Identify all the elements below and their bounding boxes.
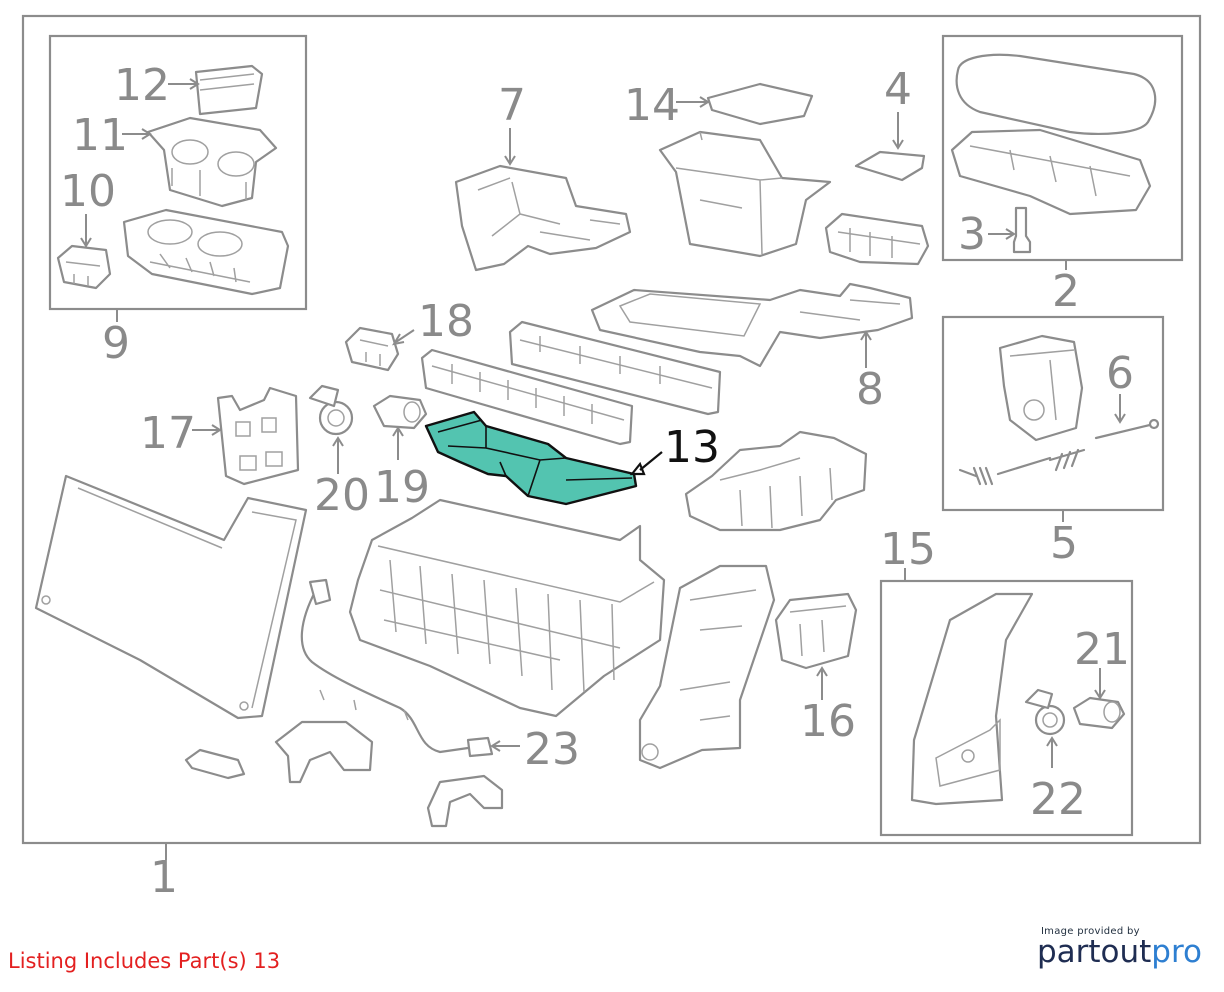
listing-note: Listing Includes Part(s) 13: [8, 949, 281, 973]
callout-20: 20: [314, 470, 370, 521]
callout-6: 6: [1106, 348, 1134, 399]
callout-8: 8: [856, 364, 884, 415]
part-5-rod: [996, 456, 1052, 476]
part-4-bracket: [854, 150, 926, 182]
group-box-2: [941, 34, 1184, 262]
part-22-cap: [1024, 688, 1066, 736]
part-7-storage-bin: [454, 164, 632, 272]
part-14-bin: [658, 130, 832, 258]
callout-10: 10: [60, 166, 116, 217]
part-14-mat: [706, 82, 814, 126]
callout-22: 22: [1030, 774, 1086, 825]
part-console-frame: [348, 498, 666, 718]
group-box-5: [941, 315, 1165, 512]
group-box-9: [48, 34, 308, 311]
callout-4: 4: [884, 64, 912, 115]
callout-15: 15: [880, 524, 936, 575]
part-rail-upper: [508, 320, 722, 416]
callout-21: 21: [1074, 624, 1130, 675]
callout-3: 3: [958, 209, 986, 260]
group-box-15: [879, 579, 1134, 837]
callout-19: 19: [374, 462, 430, 513]
part-2-armrest-base: [950, 128, 1152, 216]
callout-18: 18: [418, 296, 474, 347]
part-3-screw: [1012, 206, 1032, 254]
part-2-armrest-lid: [955, 53, 1157, 135]
part-5-latch: [998, 334, 1084, 442]
part-15-trim-panel: [910, 592, 1034, 806]
partoutpro-logo: partoutpro: [1037, 935, 1202, 969]
callout-14: 14: [624, 80, 680, 131]
part-latch-block: [824, 212, 930, 266]
part-16-bracket: [774, 592, 858, 670]
part-23-harness: [300, 578, 494, 758]
callout-17: 17: [140, 408, 196, 459]
part-bottom-bracket-a: [274, 720, 374, 784]
logo-text-b: pro: [1151, 934, 1202, 970]
part-20-cap: [308, 384, 354, 436]
part-10-switch: [56, 244, 112, 290]
callout-1: 1: [150, 852, 178, 903]
credit-caption: Image provided by: [1040, 926, 1140, 937]
logo-text-a: partout: [1036, 934, 1152, 970]
outer-frame: [21, 14, 1202, 845]
part-9-cupholder-assembly: [122, 208, 290, 296]
callout-23: 23: [524, 724, 580, 775]
part-1-side-panel: [34, 474, 308, 720]
callout-2: 2: [1052, 266, 1080, 317]
part-19-plug: [372, 394, 428, 430]
part-18-switch: [344, 326, 400, 372]
part-bottom-bracket-b: [426, 774, 504, 828]
callout-5: 5: [1050, 518, 1078, 569]
part-5-spring-b: [1048, 448, 1086, 472]
part-11-cupholder-insert: [146, 116, 278, 208]
part-13-highlighted: [424, 410, 638, 506]
callout-13: 13: [664, 422, 720, 473]
part-6-pin: [1094, 418, 1160, 440]
part-bottom-clip: [184, 748, 246, 780]
part-12-tray: [194, 64, 264, 116]
part-8-console-trim: [590, 282, 914, 368]
part-side-support: [638, 564, 776, 770]
callout-7: 7: [498, 80, 526, 131]
part-rear-bracket: [684, 430, 868, 532]
callout-11: 11: [72, 110, 128, 161]
part-21-plug: [1072, 696, 1126, 730]
part-17-bezel: [216, 386, 300, 486]
part-5-spring-a: [958, 466, 994, 486]
callout-12: 12: [114, 60, 170, 111]
callout-16: 16: [800, 696, 856, 747]
part-rail-lower: [420, 348, 634, 446]
image-credit: Image provided by partoutpro: [1037, 926, 1202, 969]
callout-9: 9: [102, 318, 130, 369]
